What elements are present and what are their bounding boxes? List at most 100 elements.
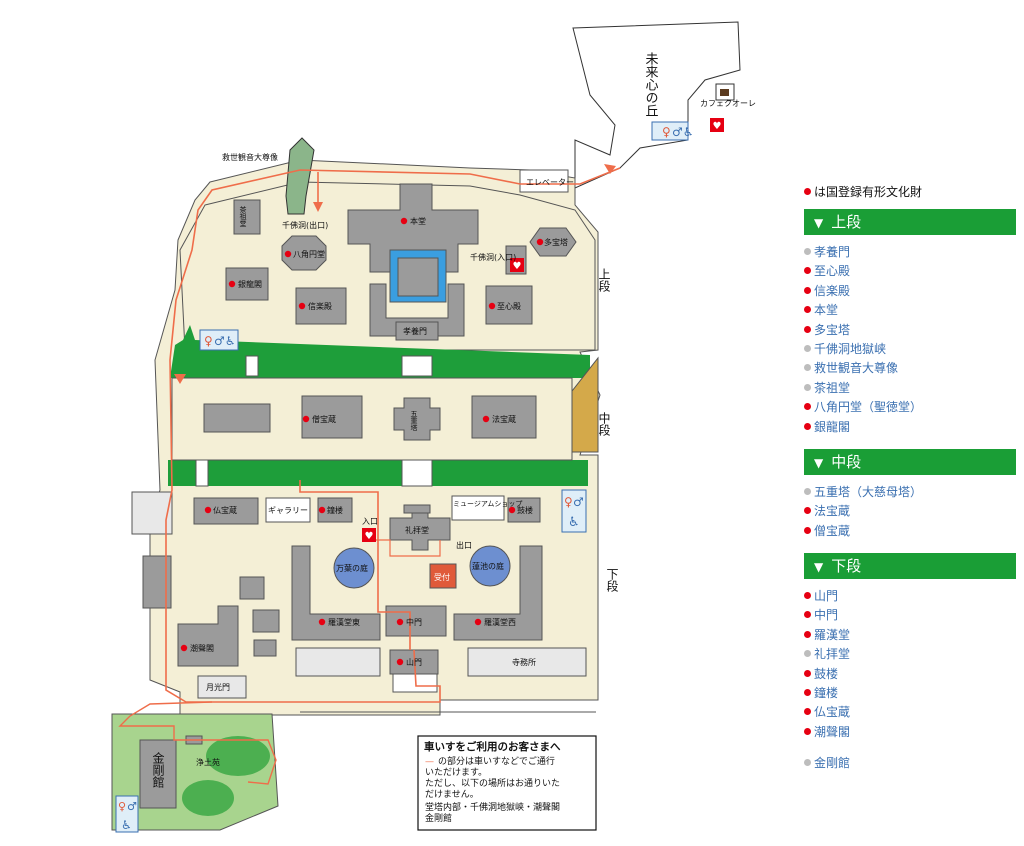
facility-link[interactable]: 潮聲閣 bbox=[814, 724, 851, 739]
facility-link[interactable]: 羅漢堂 bbox=[814, 627, 851, 642]
building-rakandou-nishi[interactable] bbox=[453, 545, 543, 641]
red-dot-icon bbox=[804, 611, 811, 619]
facility-link[interactable]: 千佛洞地獄峡 bbox=[814, 341, 887, 356]
facility-list-middle: 五重塔（大慈母塔） 法宝蔵僧宝蔵 bbox=[804, 483, 1016, 541]
hasuike-garden[interactable] bbox=[469, 545, 511, 587]
building-museum-shop[interactable] bbox=[451, 495, 505, 521]
red-dot-icon bbox=[804, 267, 811, 275]
label-middle: 中段 bbox=[597, 411, 611, 437]
facility-link[interactable]: 銀龍閣 bbox=[814, 419, 851, 434]
label-gallery: ギャラリー bbox=[268, 506, 308, 515]
uketsuke-desk[interactable] bbox=[429, 563, 457, 589]
facility-list-item: 山門 bbox=[804, 587, 1016, 606]
red-dot-icon bbox=[804, 526, 811, 534]
facility-link[interactable]: 法宝蔵 bbox=[814, 504, 851, 519]
facility-link[interactable]: 金剛館 bbox=[814, 756, 851, 771]
red-dot-icon bbox=[804, 669, 811, 677]
facility-link[interactable]: 山門 bbox=[814, 589, 839, 604]
label-koro: 鼓楼 bbox=[517, 505, 533, 515]
facility-list-item: 僧宝蔵 bbox=[804, 522, 1016, 541]
building-gekkomon[interactable] bbox=[197, 675, 247, 699]
building-gojunoto[interactable] bbox=[393, 397, 441, 441]
facility-link[interactable]: 鐘楼 bbox=[814, 686, 839, 701]
red-dot-icon bbox=[804, 306, 811, 314]
facility-link[interactable]: 仏宝蔵 bbox=[814, 705, 851, 720]
label-hohozo: 法宝蔵 bbox=[492, 414, 516, 424]
svg-text:の部分は車いすなどでご通行: の部分は車いすなどでご通行 bbox=[438, 755, 555, 767]
label-entrance: 入口 bbox=[362, 517, 378, 526]
label-hasuike-garden: 蓮池の庭 bbox=[472, 561, 504, 571]
facility-link[interactable]: 孝養門 bbox=[814, 245, 851, 259]
label-manyo-garden: 万葉の庭 bbox=[336, 563, 368, 573]
svg-text:♂: ♂ bbox=[573, 495, 584, 509]
facility-link[interactable]: 救世観音大尊像 bbox=[814, 361, 899, 376]
svg-text:♥: ♥ bbox=[513, 261, 522, 272]
building-rakandou-higashi[interactable] bbox=[291, 545, 381, 641]
building-sohozo[interactable] bbox=[301, 395, 363, 439]
section-middle: ▼中段 五重塔（大慈母塔） 法宝蔵僧宝蔵 bbox=[804, 448, 1016, 541]
building-hohozo[interactable] bbox=[471, 395, 537, 439]
red-dot-icon bbox=[804, 422, 811, 430]
facility-link[interactable]: 本堂 bbox=[814, 303, 839, 318]
label-rakandou-higashi: 羅漢堂東 bbox=[328, 617, 360, 627]
facility-list-item: 救世観音大尊像 bbox=[804, 359, 1016, 378]
facility-link[interactable]: 八角円堂（聖徳堂） bbox=[814, 400, 923, 415]
facility-list-item: 孝養門 bbox=[804, 243, 1016, 262]
label-rakandou-nishi: 羅漢堂西 bbox=[484, 617, 516, 627]
elevator[interactable] bbox=[519, 169, 569, 193]
label-shishinden: 至心殿 bbox=[497, 302, 521, 311]
label-lower: 下段 bbox=[605, 568, 619, 593]
jodoen-garden[interactable] bbox=[206, 736, 270, 776]
facility-link[interactable]: 五重塔（大慈母塔） bbox=[814, 484, 923, 499]
label-sohozo: 僧宝蔵 bbox=[312, 414, 336, 424]
legend-note-text: は国登録有形文化財 bbox=[814, 185, 923, 199]
building-kongokan[interactable] bbox=[139, 739, 177, 809]
red-dot-icon bbox=[804, 708, 811, 716]
facility-link[interactable]: 至心殿 bbox=[814, 264, 851, 279]
facility-link[interactable]: 中門 bbox=[814, 608, 839, 623]
building-tahoto[interactable] bbox=[529, 227, 577, 257]
facility-link[interactable]: 礼拝堂 bbox=[814, 647, 851, 662]
mirai-hill-area bbox=[572, 21, 741, 189]
kannon-statue[interactable] bbox=[285, 137, 315, 215]
facility-list-item: 千佛洞地獄峡 bbox=[804, 340, 1016, 359]
svg-text:♀: ♀ bbox=[564, 495, 573, 509]
restroom-icon: ♀♂♿ ♀♂♿ ♀♂ ♿ ♀♂ ♿ bbox=[115, 121, 694, 833]
facility-list-item: 金剛館 bbox=[804, 754, 1016, 773]
section-header-lower[interactable]: ▼下段 bbox=[804, 553, 1016, 580]
facility-list-item: 法宝蔵 bbox=[804, 502, 1016, 521]
svg-text:♂♿: ♂♿ bbox=[214, 334, 236, 348]
building-chouonkaku[interactable] bbox=[177, 605, 239, 667]
section-header-upper[interactable]: ▼上段 bbox=[804, 209, 1016, 235]
gray-dot-icon bbox=[804, 487, 811, 495]
svg-text:♂♿: ♂♿ bbox=[672, 125, 694, 139]
facility-sidebar: は国登録有形文化財 ▼上段 孝養門至心殿信楽殿本堂多宝塔千佛洞地獄峡救世観音大尊… bbox=[804, 183, 1016, 774]
building-chasodo[interactable] bbox=[233, 199, 261, 235]
upper-lawn[interactable] bbox=[170, 325, 590, 378]
section-header-middle[interactable]: ▼中段 bbox=[804, 448, 1016, 475]
building-hakkakuendo[interactable] bbox=[281, 235, 327, 271]
facility-link[interactable]: 茶祖堂 bbox=[814, 380, 851, 395]
label-cafe: カフェクオーレ bbox=[700, 99, 756, 108]
facility-list-item: 八角円堂（聖徳堂） bbox=[804, 398, 1016, 417]
red-dot-icon bbox=[804, 188, 811, 195]
facility-link[interactable]: 多宝塔 bbox=[814, 322, 851, 337]
label-gojunoto: 五重塔 bbox=[410, 410, 418, 432]
facility-list-item: 鼓楼 bbox=[804, 665, 1016, 684]
building-buppozo[interactable] bbox=[193, 497, 259, 525]
middle-lawn[interactable] bbox=[168, 460, 588, 486]
building-gallery[interactable] bbox=[265, 497, 311, 523]
facility-list-item: 礼拝堂 bbox=[804, 645, 1016, 664]
facility-link[interactable]: 鼓楼 bbox=[814, 666, 839, 681]
building-chumon[interactable] bbox=[385, 605, 447, 637]
facility-list-item: 信楽殿 bbox=[804, 282, 1016, 301]
label-sanmon: 山門 bbox=[406, 657, 422, 667]
building-jimusho[interactable] bbox=[467, 647, 587, 677]
svg-text:いただけます。: いただけます。 bbox=[425, 767, 487, 778]
facility-link[interactable]: 僧宝蔵 bbox=[814, 523, 851, 538]
gray-dot-icon bbox=[804, 383, 811, 391]
label-reihaido: 礼拝堂 bbox=[405, 525, 429, 535]
facility-link[interactable]: 信楽殿 bbox=[814, 283, 851, 298]
label-exit: 出口 bbox=[456, 540, 472, 550]
manyo-garden[interactable] bbox=[333, 547, 375, 589]
